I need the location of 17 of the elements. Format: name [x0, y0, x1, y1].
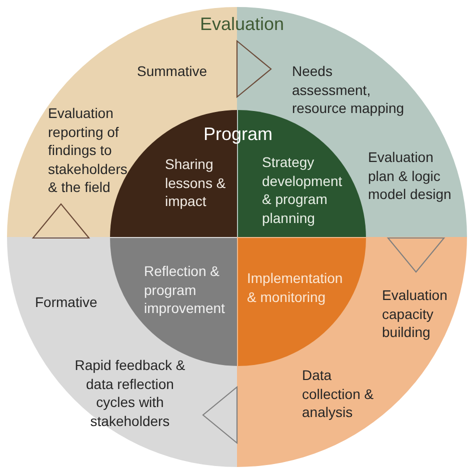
activity-text: Evaluation plan & logic model design	[368, 148, 452, 204]
direction-triangle	[386, 237, 446, 273]
phase-label: Formative	[35, 293, 98, 312]
direction-triangle	[32, 203, 90, 239]
activity-text: Evaluation capacity building	[382, 286, 448, 342]
direction-triangle	[236, 40, 272, 98]
direction-triangle	[202, 386, 238, 444]
activity-text: Sharing lessons & impact	[165, 155, 227, 210]
activity-text: Data collection & analysis	[302, 366, 375, 422]
activity-text: Evaluation reporting of findings to stakeholders & the field	[48, 104, 128, 196]
activity-text: Reflection & program improvement	[144, 262, 226, 318]
activity-text: Summative	[137, 62, 208, 80]
ring-title: Evaluation	[198, 14, 286, 35]
activity-text: Rapid feedback & data reflection cycles with stakeholders	[74, 356, 186, 430]
activity-text: Implementation & monitoring	[247, 269, 344, 306]
activity-text: Strategy development & program planning	[262, 153, 344, 227]
phase-label: Needs assessment, resource mapping	[292, 62, 406, 118]
